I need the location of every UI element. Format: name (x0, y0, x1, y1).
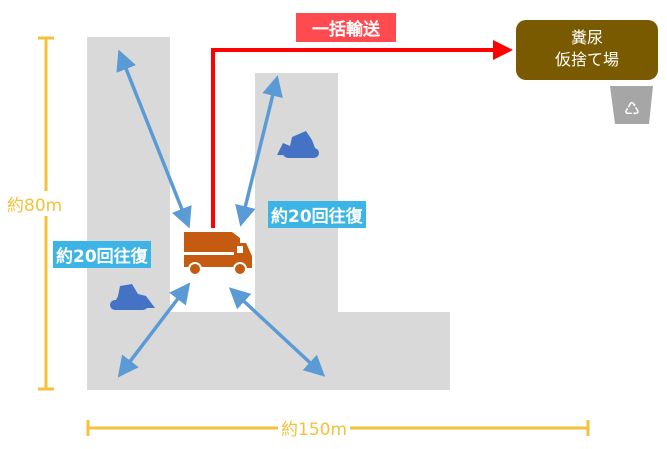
round-trip-label-left: 約20回往復 (53, 241, 151, 268)
round-trip-label-right: 約20回往復 (268, 201, 366, 228)
bulldozer-icon (277, 131, 319, 158)
transport-route (211, 40, 513, 228)
transport-label: 一括輸送 (296, 13, 396, 42)
destination-line1: 糞尿 (570, 28, 603, 47)
height-label: 約80m (4, 191, 66, 216)
destination-line2: 仮捨て場 (554, 50, 619, 69)
dump-truck-icon (184, 232, 252, 276)
round-trip-arrows (116, 49, 326, 378)
svg-text:♺: ♺ (624, 99, 640, 120)
destination-box: 糞尿 仮捨て場 (516, 20, 658, 80)
recycle-bin-icon: ♺ (610, 86, 653, 124)
width-label: 約150m (278, 415, 351, 440)
bulldozer-icon (110, 284, 155, 310)
